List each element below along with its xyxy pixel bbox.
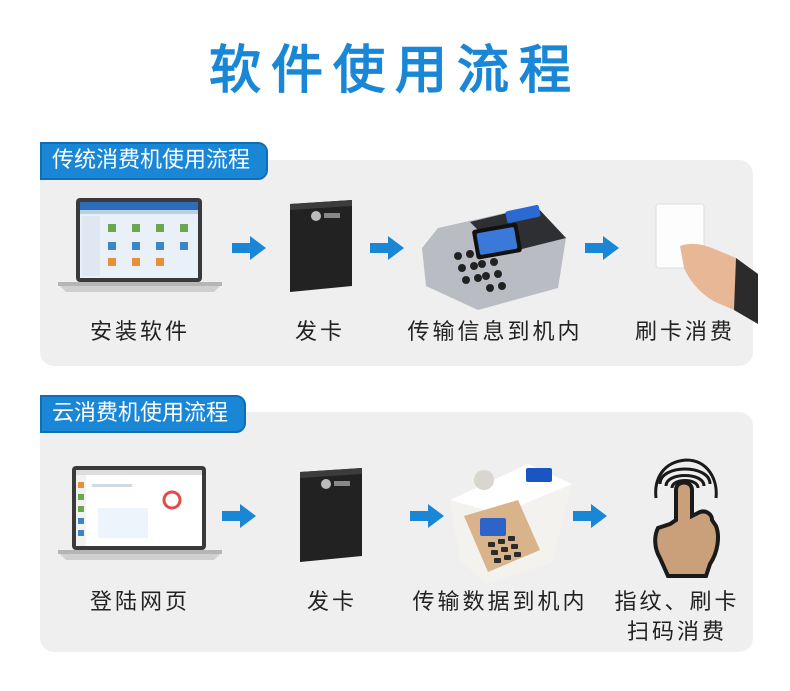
step-label: 传输信息到机内: [390, 316, 600, 350]
page-title: 软件使用流程: [0, 28, 790, 103]
laptop-software-icon: [58, 196, 222, 296]
arrow-right-icon: [222, 504, 256, 528]
arrow-right-icon: [573, 504, 607, 528]
cloud-tag: 云消费机使用流程: [40, 395, 246, 433]
fingerprint-hand-icon: [650, 454, 722, 578]
step-label: 安装软件: [60, 316, 220, 350]
card-reader-icon: [286, 200, 356, 294]
arrow-right-icon: [232, 236, 266, 260]
step-label-line2: 扫码消费: [602, 616, 752, 650]
step-label: 发卡: [260, 316, 380, 350]
arrow-right-icon: [370, 236, 404, 260]
pos-terminal-icon: [418, 188, 570, 312]
step-label-line1: 指纹、刷卡: [602, 586, 752, 620]
card-reader-icon: [296, 468, 366, 564]
laptop-web-icon: [58, 464, 222, 564]
step-label: 刷卡消费: [620, 316, 750, 350]
arrow-right-icon: [585, 236, 619, 260]
cloud-terminal-icon: [440, 460, 576, 584]
traditional-tag: 传统消费机使用流程: [40, 142, 268, 180]
arrow-right-icon: [410, 504, 444, 528]
step-label: 传输数据到机内: [400, 586, 600, 620]
step-label: 登陆网页: [65, 586, 215, 620]
step-label: 发卡: [272, 586, 392, 620]
hand-card-icon: [650, 200, 758, 324]
